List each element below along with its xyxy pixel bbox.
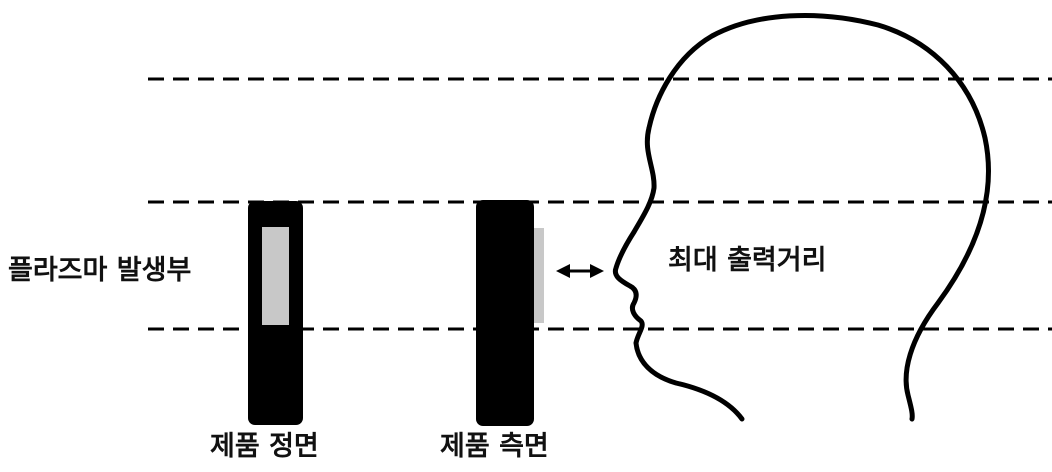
max-output-distance-label: 최대 출력거리: [668, 245, 827, 276]
plasma-emitter-edge: [534, 228, 544, 323]
plasma-generator-label: 플라즈마 발생부: [8, 255, 192, 286]
plasma-generator-area: [262, 227, 289, 325]
product-side-view: [476, 200, 544, 426]
head-outline-icon: [612, 12, 991, 422]
product-side-label: 제품 측면: [440, 431, 549, 462]
product-front-label: 제품 정면: [210, 431, 319, 462]
distance-arrow-icon: [556, 264, 604, 278]
product-side-body: [476, 200, 534, 426]
product-front-view: [248, 201, 303, 425]
